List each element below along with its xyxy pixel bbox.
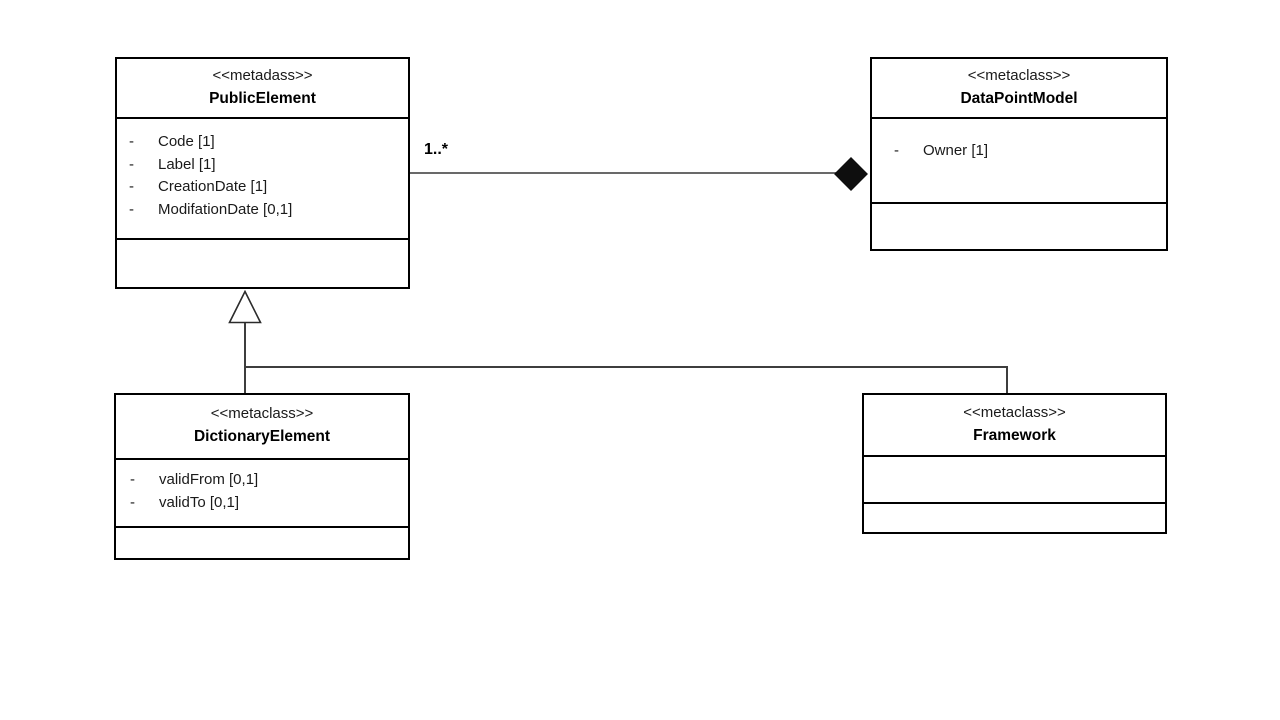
class-box-datapointmodel: <<metaclass>> DataPointModel - Owner [1] [870,57,1168,251]
class-box-dictionaryelement: <<metaclass>> DictionaryElement - validF… [114,393,410,560]
visibility-marker: - [129,200,134,218]
generalization-drop-line [1006,366,1008,393]
operations-compartment [872,204,1166,249]
visibility-marker: - [129,178,134,195]
attribute-text: Owner [1] [923,142,989,159]
class-header: <<metaclass>> Framework [864,395,1165,457]
composition-diamond-icon [834,157,868,191]
visibility-marker: - [129,155,134,173]
visibility-marker: - [130,471,135,488]
stereotype-label: <<metaclass>> [963,404,1066,421]
attributes-compartment [864,457,1165,504]
attribute-text: ModifationDate [0,1] [158,200,293,218]
attribute-row: - Owner [1] [894,140,1160,163]
generalization-branch-line [245,366,1008,368]
class-name-label: DictionaryElement [193,428,331,445]
multiplicity-label: 1..* [424,141,449,158]
attribute-row: - validFrom [0,1] [130,469,402,492]
stereotype-label: <<metaclass>> [967,67,1071,84]
attribute-text: validFrom [0,1] [159,471,259,488]
attribute-row: - CreationDate [1] [129,176,402,199]
generalization-triangle-icon [228,290,262,324]
class-name-label: DataPointModel [960,90,1078,107]
visibility-marker: - [894,142,899,159]
attributes-compartment: - Owner [1] [872,119,1166,204]
attribute-text: validTo [0,1] [159,493,240,511]
composition-association-line [410,172,839,174]
class-name-label: Framework [973,427,1056,444]
attribute-text: Label [1] [158,155,216,173]
operations-compartment [864,504,1165,532]
class-header: <<metaclass>> DictionaryElement [116,395,408,460]
attribute-row: - Code [1] [129,131,402,154]
operations-compartment [116,528,408,558]
visibility-marker: - [129,133,134,150]
attribute-row: - Label [1] [129,154,402,177]
attributes-compartment: - validFrom [0,1] - validTo [0,1] [116,460,408,528]
attribute-text: Code [1] [158,133,215,150]
operations-compartment [117,240,408,287]
class-box-framework: <<metaclass>> Framework [862,393,1167,534]
class-box-publicelement: <<metadass>> PublicElement - Code [1] - … [115,57,410,289]
attributes-compartment: - Code [1] - Label [1] - CreationDate [1… [117,119,408,240]
stereotype-label: <<metaclass>> [210,405,314,422]
attribute-row: - validTo [0,1] [130,492,402,515]
class-header: <<metadass>> PublicElement [117,59,408,119]
attribute-row: - ModifationDate [0,1] [129,199,402,222]
stereotype-label: <<metadass>> [212,67,313,84]
class-header: <<metaclass>> DataPointModel [872,59,1166,119]
class-name-label: PublicElement [209,90,316,107]
attribute-text: CreationDate [1] [158,178,268,195]
visibility-marker: - [130,493,135,511]
generalization-stem-line [244,323,246,393]
